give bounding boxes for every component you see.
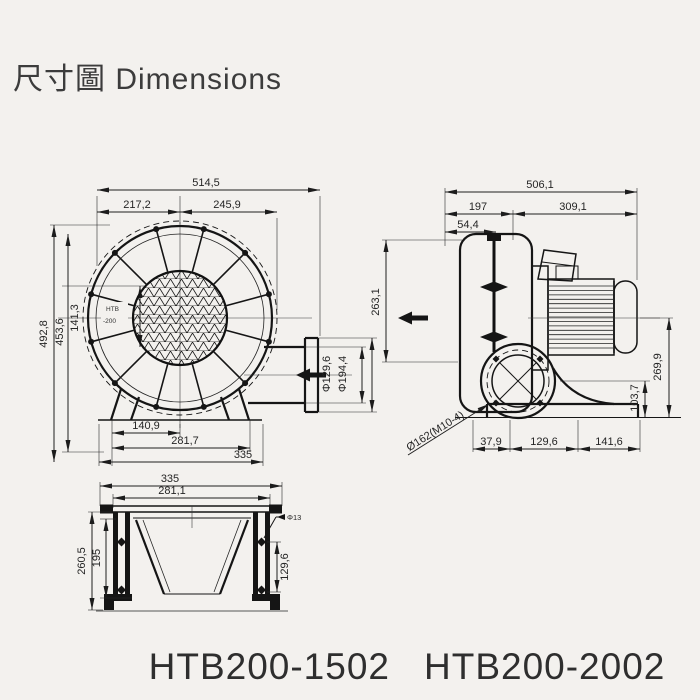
base-bolt-holes — [117, 537, 266, 595]
side-view-bottom-dims: 37,9 129,6 141,6 — [472, 420, 641, 452]
legs — [98, 388, 262, 421]
front-view-top-dims: 514,5 217,2 245,9 — [96, 177, 321, 336]
dim-label-inlet-flange-note: Ø162(M10-4) — [404, 409, 466, 454]
base-side-walls — [113, 512, 270, 597]
dim-label-hole-span: 129,6 — [279, 553, 291, 581]
dim-label-foot-hole-span: 281,7 — [171, 435, 199, 447]
dim-label-housing-length: 197 — [469, 201, 487, 213]
dim-label-foot-length: 141,6 — [595, 436, 623, 448]
terminal-box — [537, 249, 577, 282]
dim-label-width-left: 217,2 — [123, 199, 151, 211]
bottom-view: 335 281,1 — [76, 473, 301, 612]
foot-bracket — [455, 367, 681, 418]
dim-label-shaft-height: 269,9 — [652, 353, 664, 381]
outlet-duct — [244, 336, 352, 414]
dim-label-inner-depth: 195 — [91, 549, 103, 567]
bottom-view-right-dims: 129,6 — [267, 541, 291, 593]
rim-bolts — [88, 226, 272, 410]
base-feet — [96, 594, 288, 612]
scroll-housing-inner-rim — [95, 233, 265, 403]
side-view-drawing — [398, 232, 681, 420]
model-numbers: HTB200-1502 HTB200-2002 — [118, 646, 696, 688]
front-view: 514,5 217,2 245,9 492,8 453,6 141,3 — [38, 177, 377, 466]
dim-label-inner-width: 281,1 — [158, 485, 186, 497]
dim-label-overall-length: 506,1 — [526, 179, 554, 191]
dim-label-outlet-flange: Φ194,4 — [337, 356, 349, 392]
front-view-drawing: HTB -200 — [58, 220, 352, 428]
dim-label-base-depth: 260,5 — [76, 547, 88, 575]
page-title: 尺寸圖 Dimensions — [13, 63, 283, 96]
dim-label-foot-hole-to-center: 140,9 — [132, 420, 160, 432]
dim-label-inlet-center-height: 103,7 — [629, 384, 641, 412]
scroll-housing-side — [458, 232, 534, 414]
side-view-left-dims: 263,1 — [370, 239, 462, 363]
inlet-mesh-grille — [131, 269, 229, 367]
model-number-right: HTB200-2002 — [424, 646, 666, 687]
front-view-bottom-dims: 140,9 281,7 335 — [98, 420, 264, 466]
dim-label-base-width: 335 — [234, 449, 252, 461]
dim-label-base-width-bottom: 335 — [161, 473, 179, 485]
motor — [528, 249, 660, 356]
dim-label-overall-width: 514,5 — [192, 177, 220, 189]
dim-label-width-right: 245,9 — [213, 199, 241, 211]
bottom-view-drawing — [96, 504, 288, 612]
bottom-view-left-dims: 260,5 195 — [76, 511, 132, 611]
tie-rod — [480, 233, 508, 352]
scroll-housing-rim — [86, 224, 274, 412]
outlet-funnel — [133, 506, 251, 595]
dim-label-tie-rod-offset: 54,4 — [457, 219, 478, 231]
model-number-left: HTB200-1502 — [148, 646, 390, 687]
center-label-line2: -200 — [103, 318, 116, 325]
bottom-view-top-dims: 335 281,1 — [99, 473, 283, 508]
motor-fins — [549, 285, 613, 349]
side-view: 506,1 197 309,1 54,4 263,1 — [370, 179, 681, 456]
front-view-outlet-dims: Φ129,6 Φ194,4 — [305, 337, 377, 413]
dim-label-inlet-bolt-span: 129,6 — [530, 436, 558, 448]
center-label-line1: HTB — [106, 306, 119, 313]
dim-label-overall-height: 492,8 — [38, 320, 50, 348]
dim-label-hole-dia: Φ13 — [287, 513, 301, 522]
dim-label-motor-length: 309,1 — [559, 201, 587, 213]
side-view-right-dims: 269,9 103,7 — [560, 317, 673, 417]
dim-label-housing-height: 453,6 — [54, 318, 66, 346]
dim-label-side-housing-height: 263,1 — [370, 288, 382, 316]
side-view-flange-leader: Ø162(M10-4) — [404, 403, 490, 456]
motor-end-bell — [613, 280, 638, 354]
inlet-flange — [479, 342, 557, 420]
bottom-view-hole-leader: Φ13 — [263, 513, 301, 539]
center-label: HTB -200 — [101, 302, 128, 327]
back-flange-dashed-circle — [82, 220, 278, 416]
flow-arrow — [296, 368, 326, 382]
section-arrow — [398, 311, 428, 325]
dim-label-foot-offset: 37,9 — [480, 436, 501, 448]
dim-label-outlet-bore: Φ129,6 — [321, 356, 333, 392]
side-view-top-dims: 506,1 197 309,1 54,4 — [444, 179, 638, 280]
